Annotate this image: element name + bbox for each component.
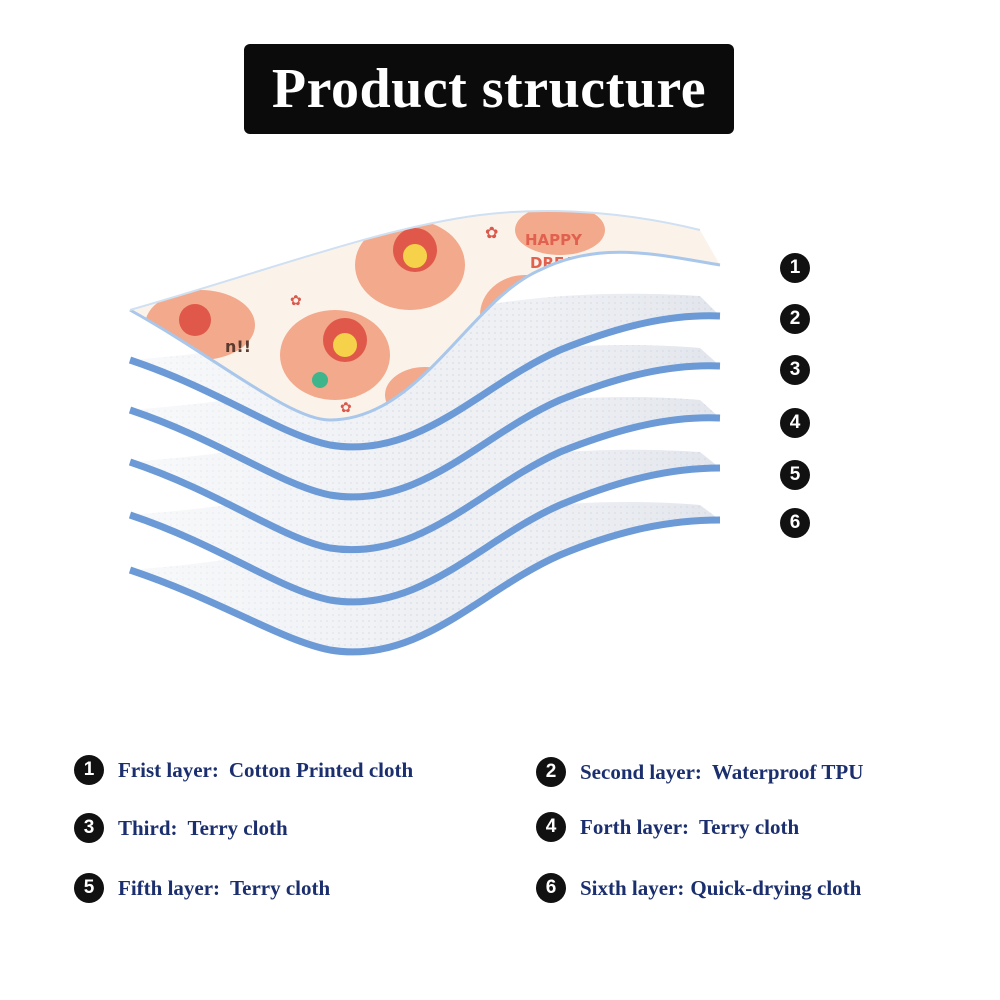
legend-item-3: 3 Third: Terry cloth — [74, 813, 288, 843]
marker-2: 2 — [780, 304, 810, 334]
svg-text:✿: ✿ — [290, 293, 302, 309]
svg-text:✿: ✿ — [485, 223, 498, 242]
legend-item-2: 2 Second layer: Waterproof TPU — [536, 757, 863, 787]
title-banner: Product structure — [244, 44, 734, 134]
page-title: Product structure — [271, 58, 707, 120]
marker-5: 5 — [780, 460, 810, 490]
legend-value-4: Terry cloth — [699, 814, 800, 839]
legend-badge-4: 4 — [536, 812, 566, 842]
legend-item-4: 4 Forth layer: Terry cloth — [536, 812, 799, 842]
legend-badge-2: 2 — [536, 757, 566, 787]
svg-text:✿: ✿ — [340, 400, 352, 416]
legend-label-6: Sixth layer: — [580, 875, 685, 900]
legend-value-2: Waterproof TPU — [711, 759, 864, 784]
legend-badge-5: 5 — [74, 873, 104, 903]
legend-item-1: 1 Frist layer: Cotton Printed cloth — [74, 755, 413, 785]
legend-value-1: Cotton Printed cloth — [228, 757, 414, 782]
marker-6: 6 — [780, 508, 810, 538]
legend-badge-1: 1 — [74, 755, 104, 785]
print-text-happy: HAPPY — [525, 231, 583, 249]
print-text-partial: n!! — [225, 337, 251, 356]
legend-value-3: Terry cloth — [187, 815, 288, 840]
legend-label-3: Third: — [118, 815, 178, 840]
legend-label-5: Fifth layer: — [118, 875, 221, 900]
legend-label-1: Frist layer: — [118, 757, 219, 782]
marker-1: 1 — [780, 253, 810, 283]
legend-item-6: 6 Sixth layer: Quick-drying cloth — [536, 873, 861, 903]
legend-value-5: Terry cloth — [230, 875, 331, 900]
marker-4: 4 — [780, 408, 810, 438]
legend-label-4: Forth layer: — [580, 814, 690, 839]
marker-3: 3 — [780, 355, 810, 385]
legend-item-5: 5 Fifth layer: Terry cloth — [74, 873, 330, 903]
legend-badge-3: 3 — [74, 813, 104, 843]
legend-badge-6: 6 — [536, 873, 566, 903]
legend-value-6: Quick-drying cloth — [690, 875, 862, 900]
legend-label-2: Second layer: — [580, 759, 702, 784]
